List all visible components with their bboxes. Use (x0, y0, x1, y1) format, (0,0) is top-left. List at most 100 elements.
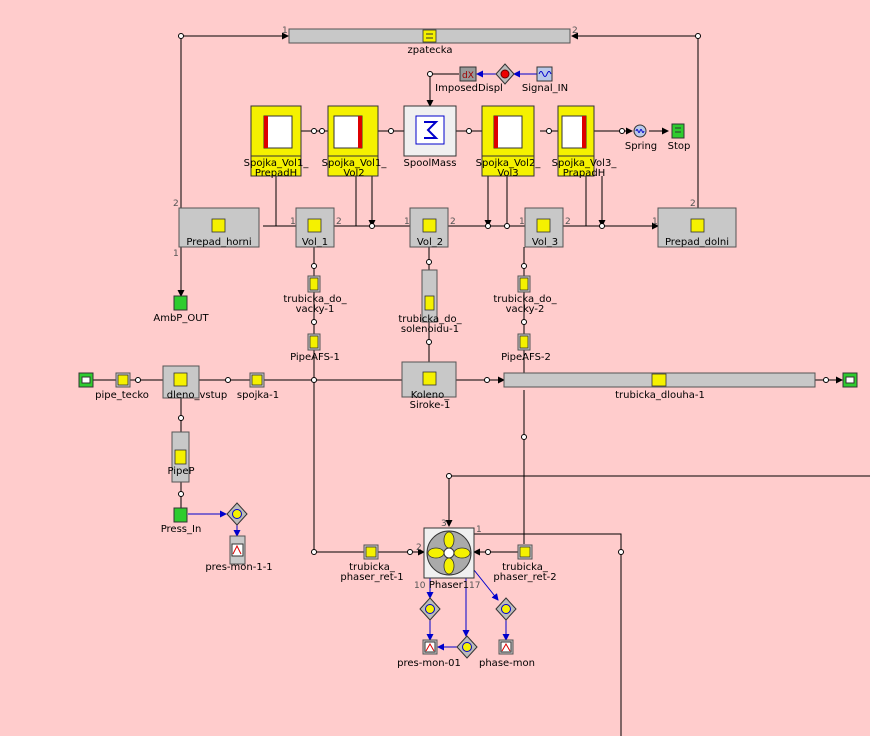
pressure-sensor-icon[interactable] (419, 597, 441, 621)
svg-text:trubicka_do_: trubicka_do_ (493, 294, 557, 305)
svg-text:PipeP: PipeP (167, 466, 194, 477)
svg-text:2: 2 (416, 543, 422, 553)
svg-text:solenoidu-1: solenoidu-1 (401, 324, 459, 335)
spoolmass-component[interactable]: SpoolMass (403, 105, 457, 169)
spoolmass-label: SpoolMass (404, 158, 457, 169)
svg-text:3: 3 (441, 519, 447, 529)
svg-text:1: 1 (173, 249, 179, 259)
imposed-displ-component[interactable]: dX ImposedDispl (435, 66, 503, 94)
pipeafs-1-component[interactable]: PipeAFS-1 (290, 333, 340, 363)
svg-text:trubicka_do_: trubicka_do_ (283, 294, 347, 305)
ambp-out-component[interactable]: AmbP_OUT (153, 295, 210, 324)
spojka-vol3-prapadh-component[interactable]: Spojka_Vol3_ PrapadH (552, 105, 618, 179)
svg-text:Vol_3: Vol_3 (532, 237, 558, 248)
svg-text:phaser_ret-2: phaser_ret-2 (493, 572, 556, 583)
svg-text:dleno_vstup: dleno_vstup (167, 390, 227, 401)
svg-text:2: 2 (450, 217, 456, 227)
dleno-vstup-component[interactable]: dleno_vstup (162, 365, 227, 401)
press-in-component[interactable]: Press_In (161, 507, 202, 535)
phaser1-component[interactable]: Phaser1 3 1 2 10 17 (414, 519, 482, 591)
svg-text:Spojka_Vol2_: Spojka_Vol2_ (476, 158, 542, 169)
svg-text:1: 1 (519, 217, 525, 227)
svg-text:vacky-2: vacky-2 (506, 304, 545, 315)
svg-text:phase-mon: phase-mon (479, 658, 535, 669)
junction-nodes (135, 33, 829, 555)
trubicka-do-solenoidu-1-component[interactable]: trubicka_do_ solenoidu-1 (398, 269, 463, 335)
svg-text:phaser_ret-1: phaser_ret-1 (340, 572, 403, 583)
svg-text:10: 10 (414, 581, 426, 591)
svg-text:AmbP_OUT: AmbP_OUT (153, 313, 209, 324)
prepad-dolni-component[interactable]: Prepad_dolni 1 2 (652, 199, 737, 248)
vol-2-component[interactable]: Vol_2 1 2 (404, 207, 456, 248)
zpatecka-component[interactable]: zpatecka 1 2 (282, 26, 578, 56)
svg-text:Vol_1: Vol_1 (302, 237, 328, 248)
spojka-vol1-vol2-component[interactable]: Spojka_Vol1_ Vol2 (322, 105, 388, 179)
trubicka-do-vacky-1-component[interactable]: trubicka_do_ vacky-1 (283, 275, 348, 315)
svg-text:Siroke-1: Siroke-1 (410, 400, 451, 411)
vol-1-component[interactable]: Vol_1 1 2 (290, 207, 342, 248)
spojka-1-component[interactable]: spojka-1 (237, 372, 279, 401)
phase-mon-component[interactable]: phase-mon (479, 639, 535, 669)
pipep-component[interactable]: PipeP (167, 431, 195, 483)
svg-text:vacky-1: vacky-1 (296, 304, 335, 315)
svg-text:Vol2: Vol2 (343, 168, 364, 179)
pressure-sensor-icon[interactable] (226, 502, 248, 526)
svg-text:1: 1 (290, 217, 296, 227)
trubicka-phaser-ret-1-component[interactable]: trubicka_ phaser_ret-1 (340, 544, 404, 583)
svg-text:2: 2 (690, 199, 696, 209)
svg-text:17: 17 (469, 581, 480, 591)
vol-3-component[interactable]: Vol_3 1 2 (519, 207, 571, 248)
svg-text:2: 2 (565, 217, 571, 227)
spring-component[interactable]: Spring (625, 124, 657, 152)
svg-text:2: 2 (336, 217, 342, 227)
svg-text:PrapadH: PrapadH (563, 168, 605, 179)
trubicka-phaser-ret-2-component[interactable]: trubicka_ phaser_ret-2 (493, 544, 557, 583)
koleno-siroke-component[interactable]: Koleno_ Siroke-1 (401, 361, 457, 411)
svg-text:Spojka_Vol1_: Spojka_Vol1_ (244, 158, 310, 169)
spojka-vol2-vol3-component[interactable]: Spojka_Vol2_ Vol3 (476, 105, 542, 179)
svg-text:Vol3: Vol3 (497, 168, 518, 179)
signal-converter-icon[interactable] (495, 63, 515, 85)
stop-component[interactable]: Stop (668, 123, 691, 152)
left-terminal-icon[interactable] (78, 372, 94, 388)
svg-text:PipeAFS-1: PipeAFS-1 (290, 352, 340, 363)
svg-text:Phaser1: Phaser1 (429, 580, 469, 591)
svg-text:1: 1 (282, 26, 288, 36)
svg-text:pres-mon-01: pres-mon-01 (397, 658, 461, 669)
pres-mon-1-1-component[interactable]: pres-mon-1-1 (205, 535, 273, 573)
svg-text:Vol_2: Vol_2 (417, 237, 443, 248)
signal-in-component[interactable]: Signal_IN (522, 66, 568, 94)
svg-text:spojka-1: spojka-1 (237, 390, 279, 401)
svg-text:Spojka_Vol3_: Spojka_Vol3_ (552, 158, 618, 169)
svg-text:pres-mon-1-1: pres-mon-1-1 (205, 562, 272, 573)
pipeafs-2-component[interactable]: PipeAFS-2 (501, 333, 551, 363)
prepad-horni-component[interactable]: Prepad_horni 2 1 (173, 199, 260, 259)
svg-text:2: 2 (173, 199, 179, 209)
spojka-vol1-prepadh-component[interactable]: Spojka_Vol1_ PrepadH (244, 105, 310, 179)
zpatecka-label: zpatecka (407, 45, 452, 56)
svg-text:1: 1 (476, 525, 482, 535)
svg-text:1: 1 (652, 217, 658, 227)
svg-text:Koleno_: Koleno_ (411, 390, 451, 401)
right-terminal-icon[interactable] (842, 372, 858, 388)
svg-text:Prepad_horni: Prepad_horni (186, 237, 251, 248)
svg-text:trubicka_: trubicka_ (502, 562, 549, 573)
svg-text:Press_In: Press_In (161, 524, 202, 535)
svg-text:2: 2 (572, 26, 578, 36)
svg-text:PipeAFS-2: PipeAFS-2 (501, 352, 551, 363)
svg-text:Spojka_Vol1_: Spojka_Vol1_ (322, 158, 388, 169)
svg-text:dX: dX (462, 71, 474, 81)
svg-text:trubicka_: trubicka_ (349, 562, 396, 573)
trubicka-dlouha-component[interactable]: trubicka_dlouha-1 (503, 372, 816, 401)
pres-mon-01-component[interactable]: pres-mon-01 (397, 639, 461, 669)
spring-label: Spring (625, 141, 657, 152)
imposed-displ-label: ImposedDispl (435, 83, 503, 94)
pipe-tecko-component[interactable]: pipe_tecko (95, 372, 149, 401)
svg-text:Prepad_dolni: Prepad_dolni (665, 237, 729, 248)
rotation-sensor-icon[interactable] (456, 635, 478, 659)
trubicka-do-vacky-2-component[interactable]: trubicka_do_ vacky-2 (493, 275, 558, 315)
svg-text:1: 1 (404, 217, 410, 227)
svg-text:PrepadH: PrepadH (255, 168, 297, 179)
angle-sensor-icon[interactable] (495, 597, 517, 621)
